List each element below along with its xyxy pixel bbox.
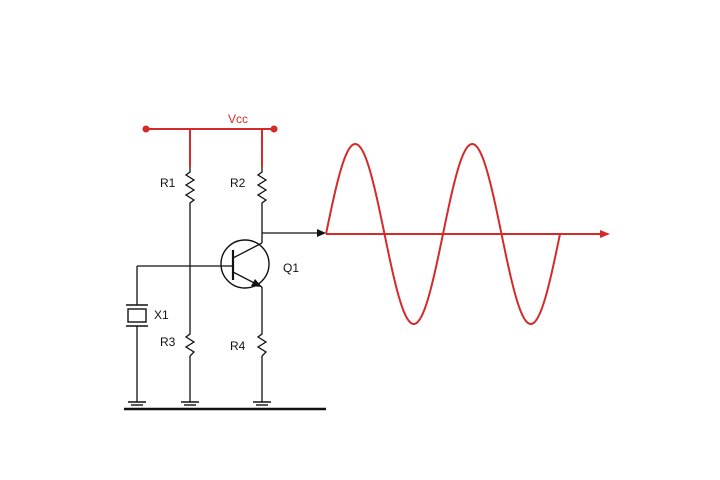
r4-label: R4 bbox=[230, 339, 246, 353]
time-axis-arrow-icon bbox=[600, 230, 610, 238]
output-waveform bbox=[325, 142, 610, 326]
resistor-r1: R1 bbox=[160, 167, 196, 208]
r2-label: R2 bbox=[230, 176, 246, 190]
output-arrow-icon bbox=[317, 229, 326, 237]
emitter-arrow-icon bbox=[251, 279, 262, 287]
ground-symbol-r4 bbox=[253, 401, 271, 406]
r3-label: R3 bbox=[160, 335, 176, 349]
vcc-terminal-right bbox=[270, 125, 278, 133]
resistor-r3: R3 bbox=[160, 330, 196, 357]
ground-symbol-x1 bbox=[128, 401, 146, 406]
transistor-q1: Q1 bbox=[220, 239, 299, 289]
ground-symbol-r3 bbox=[181, 401, 199, 406]
sine-wave bbox=[325, 142, 561, 326]
vcc-rail: Vcc bbox=[142, 112, 278, 167]
resistor-r2: R2 bbox=[230, 167, 268, 208]
r1-label: R1 bbox=[160, 176, 176, 190]
circuit-wires bbox=[124, 208, 326, 411]
q1-label: Q1 bbox=[283, 261, 299, 275]
vcc-terminal-left bbox=[142, 125, 150, 133]
crystal-x1: X1 bbox=[126, 304, 169, 327]
resistor-r4: R4 bbox=[230, 330, 268, 357]
x1-label: X1 bbox=[154, 308, 169, 322]
vcc-label: Vcc bbox=[228, 112, 248, 126]
